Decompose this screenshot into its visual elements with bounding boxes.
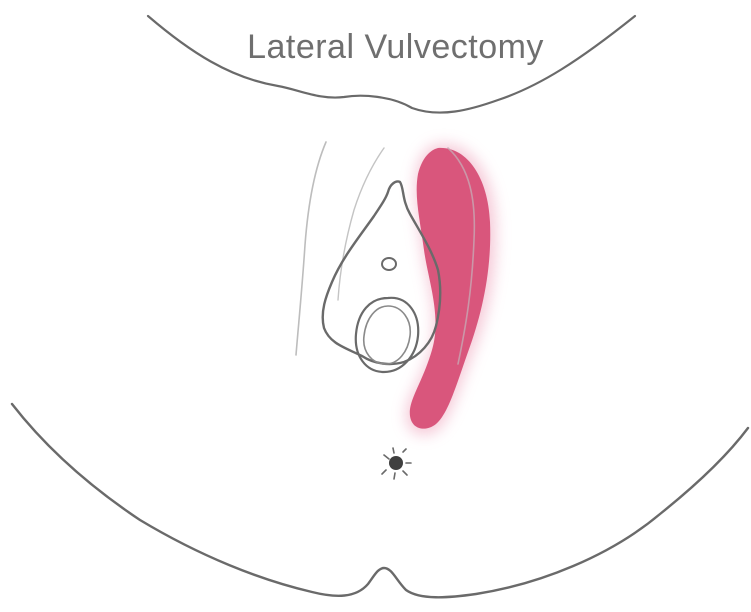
urethral-opening [382,258,396,270]
vaginal-opening-inner [364,306,411,364]
vaginal-opening-outer [356,298,418,372]
labium-majus-left [296,142,326,355]
diagram-title-text: Lateral Vulvectomy [247,28,544,66]
labium-minus-left-line [338,148,384,300]
anus-icon [382,448,411,479]
lower-body-contour [12,404,748,597]
diagram-title: Lateral Vulvectomy [0,28,751,67]
resection-area [410,148,490,429]
